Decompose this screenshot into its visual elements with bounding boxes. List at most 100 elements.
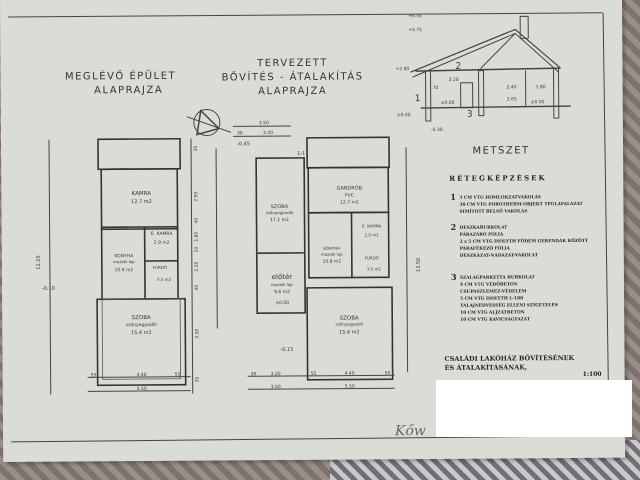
dimension: 30 <box>237 130 243 136</box>
drawing: MEGLÉVŐ ÉPÜLET ALAPRAJZA TERVEZETT BŐVÍT… <box>8 12 610 443</box>
room-label: KONYHA <box>323 246 340 251</box>
title-block-line-1: CSALÁDI LAKÓHÁZ BŐVÍTÉSÉNEK <box>444 353 574 363</box>
dimension: 1.80 <box>194 231 200 241</box>
level-mark: ±0.00 <box>441 100 455 106</box>
room-floor: PVC <box>345 193 354 199</box>
dimension: 2.40 <box>507 84 517 90</box>
room-label: KAMRA <box>132 191 152 197</box>
dimension: 70 <box>433 85 439 91</box>
layers-title: RÉTEGKÉPZÉSEK <box>449 173 546 183</box>
title-block-line-2: ÉS ÁTALAKÍTÁSÁNAK, <box>445 362 528 372</box>
existing-floor-plan <box>48 137 194 395</box>
dimension: 2.10 <box>194 261 200 271</box>
level-mark: ±0.00 <box>397 112 411 118</box>
blueprint-sheet: MEGLÉVŐ ÉPÜLET ALAPRAJZA TERVEZETT BŐVÍT… <box>0 0 626 462</box>
dimension: 30 <box>251 371 257 377</box>
dimension: 55 <box>385 370 391 376</box>
room-floor: szőnyegpadló <box>335 321 363 326</box>
dimension: 3.50 <box>194 328 200 338</box>
dimension: 35 <box>195 377 201 383</box>
section-mark: 1-1 <box>297 151 305 157</box>
room-area: 15.4 m2 <box>131 330 152 336</box>
dimension: 40 <box>194 285 200 291</box>
signature: Kőw <box>394 423 426 439</box>
dimension: 4.40 <box>345 371 355 377</box>
layer-line: DESZKABURKOLAT <box>460 225 509 230</box>
dimension: 3.20 <box>271 371 281 377</box>
room-area: 12.7 m2 <box>340 199 359 205</box>
dimension: 2.90 <box>193 191 199 201</box>
level-mark: +6.55 <box>408 13 422 19</box>
level-mark: +2.80 <box>395 66 409 72</box>
layer-line: SIMÍTOTT BELSŐ VAKOLÁS <box>459 208 527 214</box>
layer-line: 4 CM VTG VÉDŐBETON <box>460 281 518 287</box>
layer-line: 3 CM VTG HOMLOKZATVAKOLÁS <box>459 194 541 201</box>
dimension: 3.50 <box>259 120 269 126</box>
section-title: METSZET <box>472 145 529 156</box>
layer-line: 10 CM VTG ALJZATBETON <box>460 310 525 315</box>
dimension: 55 <box>311 371 317 377</box>
level-mark: -0.10 <box>42 286 55 292</box>
room-label: É. KAMRA <box>151 229 174 237</box>
planned-plan-subtitle-2: ALAPRAJZA <box>258 86 327 97</box>
room-area: 3.5 m2 <box>157 277 172 282</box>
redaction-box <box>436 380 632 437</box>
dimension: 5.50 <box>345 384 355 390</box>
room-label: SZOBA <box>132 315 151 321</box>
room-label: SZOBA <box>271 204 289 210</box>
level-mark: -0.45 <box>237 141 250 147</box>
room-area: 10.8 m2 <box>322 259 341 265</box>
dimension: 40 <box>194 218 200 224</box>
section-marker: 3 <box>467 110 473 120</box>
room-label: előtér <box>272 272 293 281</box>
room-label: GARDRÓB <box>337 184 363 191</box>
room-area: 10.8 m2 <box>115 267 134 273</box>
level-mark: ±0.00 <box>275 300 289 306</box>
layer-line: SZALAGPARKETTA BURKOLAT <box>460 275 536 281</box>
room-label: KONYHA <box>114 253 134 259</box>
dimension: 2.65 <box>507 96 517 102</box>
layer-line: DESZKÁZAT-NÁDAZAT-VAKOLAT <box>460 252 539 259</box>
layer-line: CSUPASZLEMEZ-VÉDELEM <box>460 288 527 294</box>
level-mark: +5.75 <box>408 27 422 33</box>
room-label: É. KAMRA <box>362 223 381 228</box>
room-area: 2.9 m2 <box>365 232 380 237</box>
total-dimension: 12.10 <box>36 255 42 269</box>
room-floor: mozaik lap <box>113 259 135 264</box>
level-mark: -0.30 <box>431 127 443 133</box>
north-arrow-icon <box>186 109 232 137</box>
room-floor: szőnyegpadló <box>126 321 157 328</box>
room-area: 2.9 m2 <box>154 240 170 246</box>
dimension: 55 <box>91 372 97 378</box>
room-area: 17.1 m2 <box>270 217 289 223</box>
layer-line: PÁRAFÉKEZŐ FÓLIA <box>460 245 511 251</box>
dimension: 35 <box>193 146 199 152</box>
dimension: 4.40 <box>137 372 147 378</box>
existing-side-dimensions: 35 2.90 40 1.80 10 2.10 40 3.50 35 <box>193 146 201 383</box>
title-block-scale: 1:100 <box>583 371 602 378</box>
layer-number: 1 <box>450 192 456 202</box>
layer-number: 3 <box>451 272 457 282</box>
dimension: 10 <box>194 247 200 253</box>
existing-plan-title: MEGLÉVŐ ÉPÜLET <box>65 68 176 83</box>
dimension: 1.80 <box>536 84 546 90</box>
layer-line: 5 CM VTG ISOLYTH L-180 <box>460 296 523 301</box>
layer-line: 30 CM VTG POROTHERM-OBJEKT TÉGLAFALAZAT <box>459 201 583 208</box>
room-floor: szőnyegpadló <box>266 210 294 215</box>
section-drawing <box>410 15 571 122</box>
layer-line: 2 x 5 CM VTG ISOLYTH FÖDÉM GERENDÁK KÖZÖ… <box>460 238 589 245</box>
room-area: 12.7 m2 <box>131 199 152 205</box>
dimension: 3.20 <box>263 130 273 136</box>
total-dimension: 13.50 <box>416 258 422 272</box>
existing-plan-subtitle: ALAPRAJZA <box>94 85 163 96</box>
room-label: SZOBA <box>340 316 359 322</box>
room-area: 15.4 m2 <box>339 329 360 335</box>
layer-line: 10 CM VTG KAVICSÁGYAZAT <box>460 316 531 322</box>
dimension: 5.50 <box>137 386 147 392</box>
dimension: 3.20 <box>449 77 459 83</box>
layer-line: PÁRAZÁRÓ FÓLIA <box>460 231 504 237</box>
room-floor: mozaik lap <box>321 252 343 257</box>
section-marker: 1 <box>415 94 421 104</box>
room-label: FÜRDŐ <box>153 265 167 270</box>
